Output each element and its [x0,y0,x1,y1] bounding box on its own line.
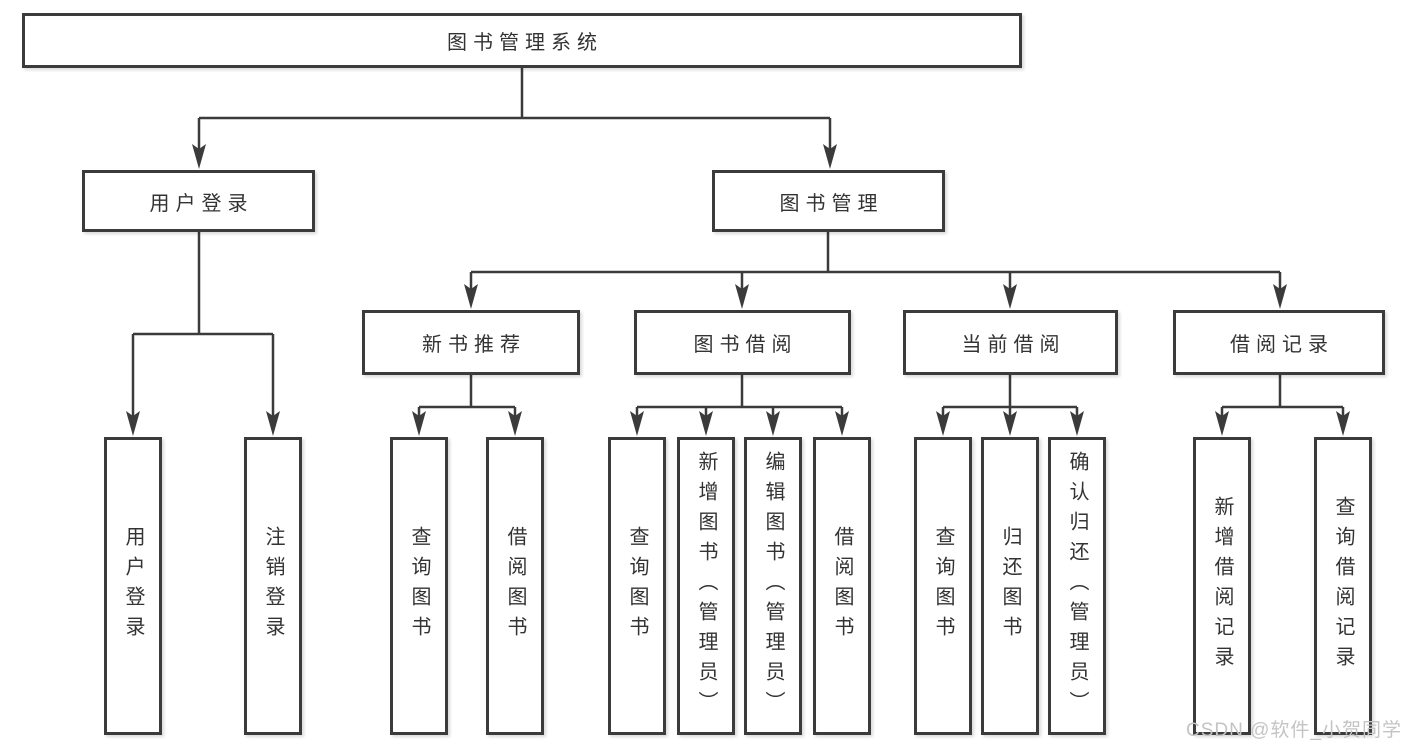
node-new-book-recommendation: 新书推荐 [362,310,580,375]
leaf-borrow-books-under-borrowing: 借阅图书 [813,437,871,735]
node-borrowing-records: 借阅记录 [1173,310,1385,375]
leaf-confirm-return-admin-label: 确认归还（管理员） [1066,451,1088,721]
leaf-borrow-books-under-recommend-label: 借阅图书 [504,526,526,646]
connector-root-to-level2 [197,68,832,150]
connector-current-borrowing-to-leaves [941,375,1079,417]
leaf-query-books-under-current-label: 查询图书 [932,526,954,646]
leaf-add-books-admin: 新增图书（管理员） [677,437,735,735]
connector-user-login-to-leaves [131,232,275,417]
leaf-query-books-under-recommend-label: 查询图书 [408,526,430,646]
csdn-watermark: CSDN @软件_小贺同学 [1186,720,1402,741]
node-book-borrowing: 图书借阅 [634,310,851,375]
leaf-return-books: 归还图书 [981,437,1039,735]
leaf-borrow-books-under-recommend: 借阅图书 [486,437,544,735]
connector-new-book-recommend-to-leaves [417,375,517,417]
leaf-query-books-under-current: 查询图书 [914,437,972,735]
leaf-query-books-under-recommend: 查询图书 [390,437,448,735]
leaf-borrow-books-under-borrowing-label: 借阅图书 [831,526,853,646]
leaf-query-books-under-borrowing: 查询图书 [608,437,666,735]
node-current-borrowing: 当前借阅 [903,310,1118,375]
leaf-add-borrow-record-label: 新增借阅记录 [1211,496,1233,676]
leaf-edit-books-admin: 编辑图书（管理员） [744,437,802,735]
leaf-user-login: 用户登录 [104,437,162,735]
leaf-edit-books-admin-label: 编辑图书（管理员） [762,451,784,721]
leaf-return-books-label: 归还图书 [999,526,1021,646]
leaf-logout: 注销登录 [244,437,302,735]
connector-book-management-to-level3 [469,232,1282,290]
leaf-user-login-label: 用户登录 [122,526,144,646]
node-user-login: 用户登录 [82,170,315,232]
leaf-query-books-under-borrowing-label: 查询图书 [626,526,648,646]
leaf-query-borrow-record-label: 查询借阅记录 [1332,496,1354,676]
leaf-query-borrow-record: 查询借阅记录 [1314,437,1372,735]
leaf-add-books-admin-label: 新增图书（管理员） [695,451,717,721]
connector-borrowing-records-to-leaves [1220,375,1345,417]
node-book-management: 图书管理 [712,170,945,232]
connector-book-borrowing-to-leaves [635,375,844,417]
leaf-confirm-return-admin: 确认归还（管理员） [1048,437,1106,735]
leaf-add-borrow-record: 新增借阅记录 [1193,437,1251,735]
node-root: 图书管理系统 [22,13,1022,68]
leaf-logout-label: 注销登录 [262,526,284,646]
